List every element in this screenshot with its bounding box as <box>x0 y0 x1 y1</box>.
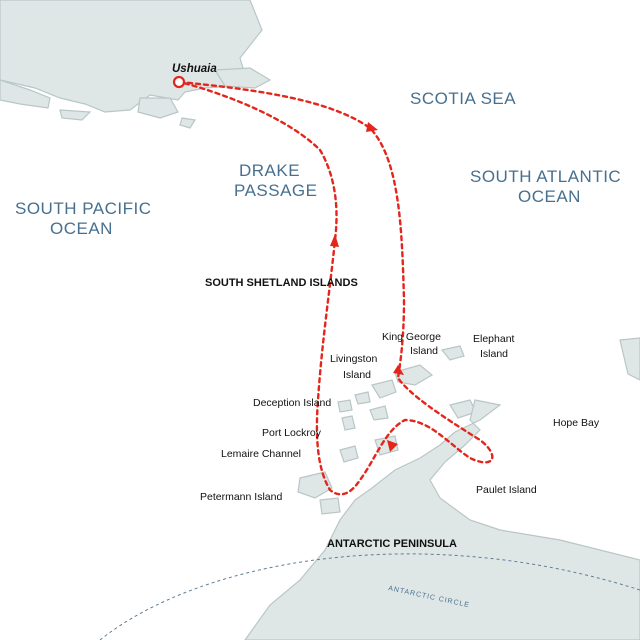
port-lockroy-label: Port Lockroy <box>262 427 322 439</box>
king-george-label-line2: Island <box>410 345 438 357</box>
south-pacific-label-line2: OCEAN <box>50 219 113 238</box>
livingston-label-line1: Livingston <box>330 353 377 365</box>
south-shetland-label: SOUTH SHETLAND ISLANDS <box>205 277 358 289</box>
route-arrow-icon <box>330 234 339 247</box>
south-shetland-islands-landmass <box>337 345 477 431</box>
antarctic-peninsula-landmass <box>244 337 640 640</box>
elephant-label-line2: Island <box>480 348 508 360</box>
elephant-label-line1: Elephant <box>473 333 515 345</box>
route-arrow-icon <box>393 365 404 375</box>
route-arrow-icon <box>366 122 378 132</box>
south-atlantic-label-line2: OCEAN <box>518 187 581 206</box>
livingston-label-line2: Island <box>343 369 371 381</box>
paulet-label: Paulet Island <box>476 484 537 496</box>
voyage-route <box>178 80 494 496</box>
ushuaia-label: Ushuaia <box>172 63 217 75</box>
scotia-sea-label: SCOTIA SEA <box>410 89 516 108</box>
drake-passage-label-line2: PASSAGE <box>234 181 318 200</box>
route-arrow-icon <box>387 440 398 452</box>
south-atlantic-label-line1: SOUTH ATLANTIC <box>470 167 621 186</box>
hope-bay-label: Hope Bay <box>553 417 600 429</box>
lemaire-label: Lemaire Channel <box>221 448 301 460</box>
port-marker-icon <box>172 75 186 89</box>
king-george-label-line1: King George <box>382 331 441 343</box>
antarctic-peninsula-label: ANTARCTIC PENINSULA <box>327 538 457 550</box>
deception-label: Deception Island <box>253 397 331 409</box>
south-america-landmass <box>0 0 272 129</box>
antarctic-circle <box>99 553 640 640</box>
drake-passage-label-line1: DRAKE <box>239 161 300 180</box>
petermann-label: Petermann Island <box>200 491 282 503</box>
south-pacific-label-line1: SOUTH PACIFIC <box>15 199 152 218</box>
